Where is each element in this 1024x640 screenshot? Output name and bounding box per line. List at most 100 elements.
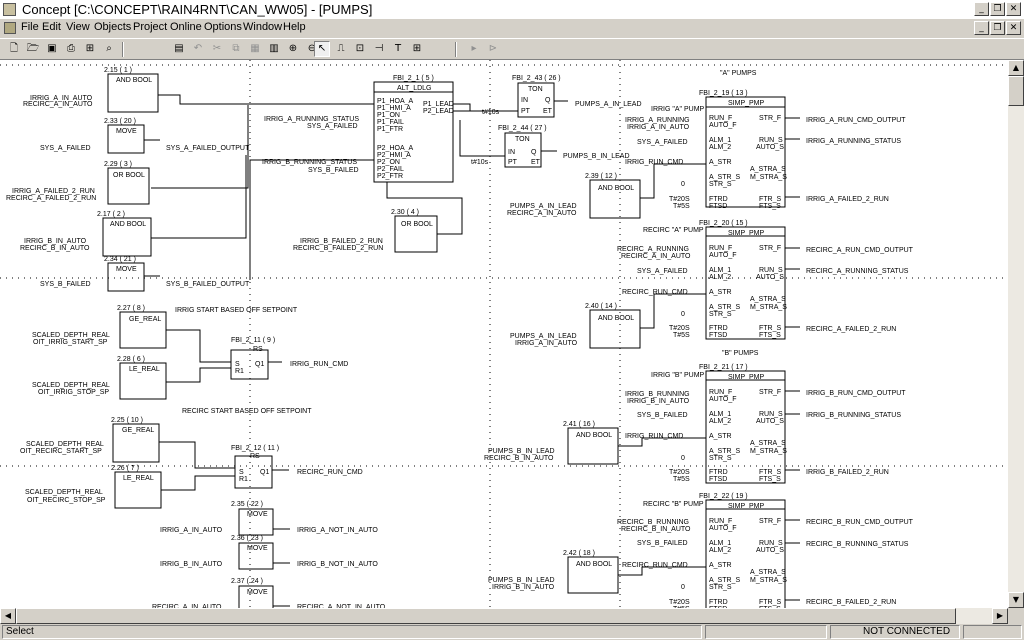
new-icon[interactable]: 🗋 [9, 43, 19, 54]
scroll-left-icon[interactable]: ◀ [0, 608, 16, 624]
paste-icon[interactable]: ▦ [250, 43, 260, 54]
menu-project[interactable]: Project [133, 21, 168, 33]
diagram-label: AND BOOL [116, 77, 152, 84]
text-icon[interactable]: T [394, 43, 402, 54]
diagram-label: GE_REAL [122, 427, 154, 434]
properties-icon[interactable]: ▥ [269, 43, 279, 54]
menu-edit[interactable]: Edit [42, 21, 61, 33]
diagram-label: T#5S [673, 476, 690, 483]
status-connection: NOT CONNECTED [830, 625, 960, 639]
diagram-label: RECIRC_B_RUNNING [617, 519, 689, 526]
scroll-down-icon[interactable]: ▼ [1008, 592, 1024, 608]
diagram-label: SYS_A_FAILED [637, 139, 688, 146]
diagram-label: P2_HOA_A [377, 145, 414, 152]
block-list-icon[interactable]: ⊞ [412, 43, 422, 54]
diagram-label: RECIRC_A_RUNNING_STATUS [806, 268, 909, 275]
doc-minimize-icon[interactable]: _ [974, 21, 989, 35]
diagram-label: RECIRC_B_FAILED_2_RUN [806, 599, 896, 606]
diagram-label: RECIRC_B_IN_AUTO [20, 245, 90, 252]
menu-objects[interactable]: Objects [94, 21, 132, 33]
diagram-label: RECIRC_A_FAILED_2_RUN [806, 326, 896, 333]
menu-help[interactable]: Help [283, 21, 306, 33]
vertical-scrollbar[interactable]: ▲ ▼ [1008, 60, 1024, 608]
io-step-icon[interactable]: ⊳ [488, 43, 498, 54]
menu-file[interactable]: File [21, 21, 39, 33]
doc-close-icon[interactable]: ✕ [1006, 21, 1021, 35]
diagram-label: RUN_S [759, 411, 783, 418]
diagram-label: T#20S [669, 196, 690, 203]
library-icon[interactable]: ▤ [174, 43, 184, 54]
copy-icon[interactable]: ⧉ [232, 43, 240, 54]
diagram-label: 2.27 ( 8 ) [117, 305, 145, 312]
find-icon[interactable]: ⌕ [106, 43, 112, 54]
diagram-label: "B" PUMPS [722, 350, 759, 357]
select-icon[interactable]: ↖ [314, 41, 330, 57]
structure-icon[interactable]: ⊞ [85, 43, 95, 54]
diagram-label: SYS_B_FAILED [637, 540, 688, 547]
title-bar: Concept [C:\CONCEPT\RAIN4RNT\CAN_WW05] -… [0, 0, 1024, 20]
diagram-label: Q [545, 97, 551, 104]
document-icon[interactable] [4, 22, 16, 34]
status-mode: Select [2, 625, 702, 639]
menu-options[interactable]: Options [204, 21, 242, 33]
diagram-label: ALM_1 [709, 137, 731, 144]
diagram-label: ALM_1 [709, 411, 731, 418]
ffb-icon[interactable]: ⊡ [355, 43, 365, 54]
diagram-label: P2_HMI_A [377, 152, 411, 159]
diagram-label: IRRIG_A_IN_AUTO [627, 124, 690, 131]
menu-window[interactable]: Window [243, 21, 283, 33]
diagram-label: IRRIG_A_RUNNING_STATUS [806, 138, 901, 145]
diagram-label: TON [528, 86, 543, 93]
scroll-right-icon[interactable]: ▶ [992, 608, 1008, 624]
minimize-icon[interactable]: _ [974, 2, 989, 16]
diagram-label: 2.34 ( 21 ) [104, 256, 136, 263]
diagram-label: ALT_LDLG [397, 85, 432, 92]
doc-restore-icon[interactable]: ❐ [990, 21, 1005, 35]
save-icon[interactable]: ▣ [47, 43, 57, 54]
vertical-scroll-thumb[interactable] [1008, 76, 1024, 106]
open-icon[interactable]: 🗁 [26, 43, 40, 54]
diagram-label: OIT_RECIRC_START_SP [20, 448, 102, 455]
menu-online[interactable]: Online [170, 21, 202, 33]
cut-icon[interactable]: ✂ [212, 43, 222, 54]
zoom-in-icon[interactable]: ⊕ [288, 43, 298, 54]
diagram-label: IRRIG_A_RUNNING_STATUS [264, 116, 359, 123]
diagram-label: FTSD [709, 606, 727, 608]
diagram-label: ALM_2 [709, 418, 731, 425]
diagram-label: STR_F [759, 115, 781, 122]
diagram-label: SYS_A_FAILED [40, 145, 91, 152]
diagram-label: A_STR [709, 289, 732, 296]
diagram-label: A_STR_S [709, 304, 740, 311]
diagram-label: ALM_1 [709, 540, 731, 547]
diagram-label: FTSD [709, 332, 727, 339]
menu-view[interactable]: View [66, 21, 90, 33]
diagram-label: FTRD [709, 599, 728, 606]
diagram-label: t#10s [471, 159, 489, 166]
io-icon[interactable]: ⊣ [374, 43, 384, 54]
diagram-label: ALM_2 [709, 144, 731, 151]
fbd-diagram[interactable]: 2.15 ( 1 )AND BOOLIRRIG_A_IN_AUTORECIRC_… [0, 60, 1008, 608]
step-icon[interactable]: ▸ [471, 43, 477, 54]
diagram-label: FBI_2_22 ( 19 ) [699, 493, 748, 500]
diagram-label: ET [543, 108, 553, 115]
link-icon[interactable]: ⎍ [337, 43, 345, 54]
diagram-label: 0 [681, 181, 685, 188]
diagram-label: FBI_2_12 ( 11 ) [231, 445, 279, 452]
zoom-out-icon[interactable]: ⊖ [307, 43, 317, 54]
diagram-label: P1_FTR [377, 126, 403, 133]
scroll-up-icon[interactable]: ▲ [1008, 60, 1024, 76]
diagram-label: IRRIG_A_FAILED_2_RUN [806, 196, 889, 203]
diagram-label: MOVE [247, 511, 268, 518]
diagram-label: RUN_S [759, 540, 783, 547]
undo-icon[interactable]: ↶ [193, 43, 203, 54]
print-icon[interactable]: ⎙ [67, 43, 75, 54]
horizontal-scroll-thumb[interactable] [16, 608, 956, 624]
diagram-label: PUMPS_B_IN_LEAD [488, 577, 555, 584]
diagram-label: FTR_S [759, 325, 782, 332]
diagram-label: P2_FAIL [377, 166, 404, 173]
close-icon[interactable]: ✕ [1006, 2, 1021, 16]
diagram-label: AUTO_F [709, 252, 737, 259]
restore-icon[interactable]: ❐ [990, 2, 1005, 16]
horizontal-scrollbar[interactable]: ◀ ▶ [0, 608, 1008, 624]
